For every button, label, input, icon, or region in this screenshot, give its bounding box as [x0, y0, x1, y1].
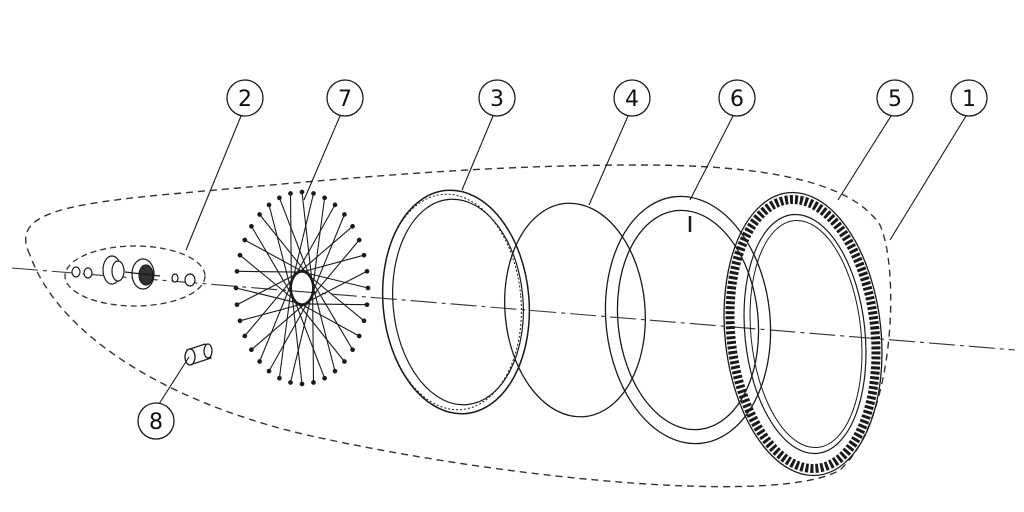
spoke-head: [311, 380, 316, 385]
rim-part: [381, 189, 531, 415]
callout-3-label: 3: [490, 87, 504, 112]
spoke-head: [266, 368, 272, 374]
spoke-head: [365, 285, 371, 291]
spoke-head: [311, 191, 316, 196]
spoke-head: [249, 223, 254, 229]
spoke-head: [288, 380, 293, 385]
spoke-set: [233, 189, 371, 387]
spoke: [239, 254, 303, 307]
spoke: [310, 197, 326, 300]
spoke-head: [322, 375, 327, 381]
tire-part: [723, 191, 883, 477]
spoke-head: [356, 237, 362, 243]
spoke-head: [237, 318, 243, 324]
spoke-head: [342, 359, 347, 364]
spoke-head: [266, 202, 272, 208]
callout-1-label: 1: [962, 87, 976, 112]
spoke-head: [364, 302, 370, 308]
spoke: [289, 285, 315, 383]
spoke-head: [299, 381, 305, 387]
hub-assembly: [71, 255, 196, 290]
spoke: [289, 204, 336, 285]
spoke-head: [257, 212, 262, 217]
spoke: [296, 303, 368, 306]
assembly-outline: [24, 164, 892, 488]
spoke: [236, 270, 308, 273]
callout-7-label: 7: [338, 87, 352, 112]
spoke: [244, 239, 312, 277]
spoke: [268, 291, 315, 372]
spoke-head: [242, 237, 248, 243]
spoke: [251, 296, 313, 351]
spoke: [268, 204, 295, 302]
callout-6: 6: [718, 79, 756, 117]
spoke: [292, 299, 360, 337]
spoke: [259, 214, 314, 282]
spoke-head: [277, 375, 282, 381]
callout-2: 2: [226, 79, 264, 117]
rim-tape-part: [503, 202, 647, 418]
spoke-head: [332, 202, 338, 208]
spoke: [294, 254, 365, 275]
spoke-head: [234, 302, 240, 308]
spoke-head: [233, 285, 239, 291]
callout-3: 3: [478, 79, 516, 117]
callout-1: 1: [950, 79, 988, 117]
spoke: [303, 239, 360, 307]
spoke: [235, 287, 307, 306]
spoke-head: [257, 359, 262, 364]
spoke: [309, 274, 336, 372]
spoke: [307, 214, 345, 304]
spoke-head: [237, 252, 243, 258]
spoke: [289, 193, 293, 297]
spoke: [299, 270, 368, 307]
spoke-head: [350, 223, 355, 229]
spoke-head: [342, 212, 347, 217]
callout-7: 7: [326, 79, 364, 117]
spoke: [291, 225, 353, 280]
spoke: [239, 301, 310, 322]
callout-4: 4: [613, 79, 651, 117]
spoke: [297, 270, 369, 289]
spoke: [250, 226, 299, 306]
spoke: [289, 288, 326, 379]
callout-8: 8: [137, 402, 175, 440]
spoke-head: [361, 252, 367, 258]
spoke-head: [288, 191, 293, 196]
spoke: [301, 191, 314, 294]
callout-5-label: 5: [888, 87, 902, 112]
spoke: [290, 282, 303, 385]
callout-5: 5: [876, 79, 914, 117]
spoke-head: [364, 268, 370, 274]
axle-centerline: [11, 267, 1016, 351]
spoke-head: [350, 347, 355, 353]
leader-lines: [158, 115, 967, 405]
spoke-head: [361, 318, 367, 324]
spoke-head: [322, 195, 327, 201]
spoke: [290, 294, 345, 362]
spoke: [236, 269, 305, 306]
callout-8-label: 8: [149, 410, 163, 435]
spoke-head: [234, 268, 240, 274]
spoke: [278, 197, 315, 288]
spoke-head: [332, 368, 338, 374]
spoke: [289, 193, 315, 291]
spoke: [301, 269, 365, 322]
spoke: [305, 270, 354, 350]
spoke-head: [242, 333, 248, 339]
callout-6-label: 6: [730, 87, 744, 112]
spoke-head: [277, 195, 282, 201]
callout-2-label: 2: [238, 87, 252, 112]
spoke: [244, 269, 301, 337]
spoke: [259, 272, 297, 362]
spoke-head: [249, 347, 254, 353]
callout-4-label: 4: [625, 87, 639, 112]
hub-group-outline: [64, 245, 206, 307]
inner-tube-part: [604, 195, 772, 445]
spoke-head: [299, 189, 305, 195]
nipple-part: [184, 343, 213, 366]
spoke-head: [356, 333, 362, 339]
